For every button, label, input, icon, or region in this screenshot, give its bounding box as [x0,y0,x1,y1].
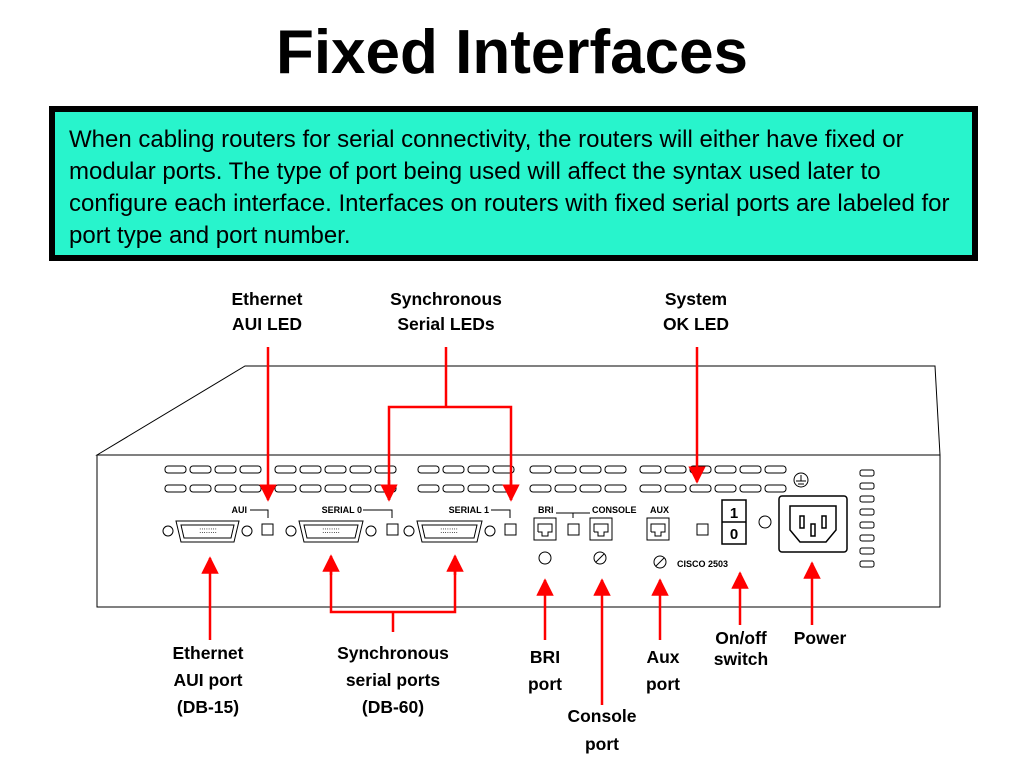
serial0-port: :::::::: [285,520,377,543]
page-title: Fixed Interfaces [275,18,749,87]
aux-port-label-line2: port [646,674,680,694]
bri-port [533,517,557,565]
bri-port-label-line1: BRI [530,647,560,667]
system-ok-label-line2: OK LED [663,314,729,334]
serial-ports-label-line2: serial ports [346,670,441,690]
svg-text:::::::::: :::::::: [322,526,340,535]
serial1-panel-label: SERIAL 1 [449,505,489,515]
console-panel-label: CONSOLE [592,505,637,515]
system-ok-label-line1: System [665,289,727,309]
aux-port-label-line1: Aux [646,647,679,667]
aui-port-label-line3: (DB-15) [177,697,239,717]
aux-panel-label: AUX [650,505,669,515]
aui-port-label-line1: Ethernet [173,643,244,663]
system-ok-led [696,523,709,536]
model-label: CISCO 2503 [677,559,728,569]
aui-led [261,523,274,536]
svg-text:::::::::: :::::::: [199,526,217,535]
bri-led [567,523,580,536]
bri-panel-label: BRI [538,505,554,515]
serial-ports-label-line1: Synchronous [337,643,449,663]
description-text: When cabling routers for serial connecti… [69,126,950,249]
power-switch [721,499,772,545]
arrow-serial-leds-bracket [387,405,513,500]
aui-port-label-line2: AUI port [173,670,242,690]
vent-slots [164,465,875,568]
console-port [589,517,613,565]
aui-panel-label: AUI [232,505,248,515]
serial-leds-label-line2: Serial LEDs [397,314,495,334]
aui-port: :::::::: [162,520,253,543]
console-port-label-line2: port [585,734,619,754]
switch-on-label: 1 [730,505,738,522]
serial1-port: :::::::: [403,520,496,543]
serial-ports-label-line3: (DB-60) [362,697,424,717]
serial0-panel-label: SERIAL 0 [322,505,362,515]
ethernet-led-label-line1: Ethernet [232,289,303,309]
serial1-led [504,523,517,536]
switch-off-label: 0 [730,526,738,543]
switch-label-line1: On/off [715,628,767,648]
aux-port [646,517,670,569]
svg-text:::::::::: :::::::: [440,526,458,535]
bri-port-label-line2: port [528,674,562,694]
ground-icon [793,472,809,488]
switch-label-line2: switch [714,649,768,669]
description-box: When cabling routers for serial connecti… [49,106,978,261]
ethernet-led-label-line2: AUI LED [232,314,302,334]
power-socket [778,495,848,553]
serial0-led [386,523,399,536]
power-label: Power [794,628,847,648]
console-port-label-line1: Console [567,706,636,726]
serial-leds-label-line1: Synchronous [390,289,502,309]
